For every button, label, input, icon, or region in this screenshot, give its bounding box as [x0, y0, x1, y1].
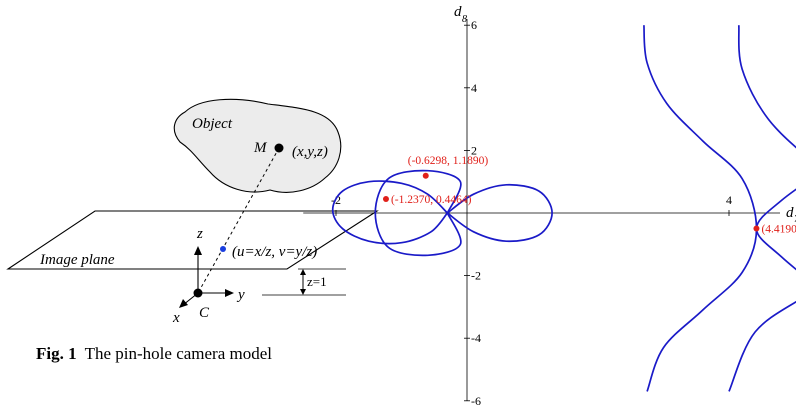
x-axis-arrow	[179, 299, 188, 308]
series-curve	[755, 188, 796, 271]
y-tick-label: 4	[471, 81, 477, 95]
highlight-point	[382, 196, 389, 203]
image-plane	[6, 210, 379, 270]
object-label: Object	[192, 116, 233, 132]
highlight-point-label: (4.4190, -0.4963)	[761, 224, 796, 236]
projection-label: (u=x/z, v=y/z)	[232, 244, 317, 260]
focal-label: z=1	[307, 274, 327, 289]
x-tick-label: 4	[726, 193, 732, 207]
series-curve	[728, 25, 796, 392]
caption-number: Fig. 1	[36, 344, 77, 363]
x-axis-label: d	[786, 205, 794, 221]
y-axis-label: y	[236, 287, 245, 303]
image-plane-label: Image plane	[39, 252, 115, 268]
y-tick-label: 2	[471, 143, 477, 157]
point-m-label: M	[253, 140, 268, 156]
chart: d7d8-246810642-2-4-6(-0.6298, 1.1890)(-1…	[303, 4, 796, 406]
series-curve	[374, 169, 462, 257]
x-axis-label: x	[172, 310, 180, 326]
projection-point	[220, 246, 226, 252]
highlight-point	[753, 225, 760, 232]
camera-center-label: C	[199, 305, 210, 321]
y-axis-arrow	[225, 289, 234, 297]
highlight-point-label: (-1.2370, 0.4464)	[391, 194, 472, 206]
camera-center-dot	[193, 288, 203, 298]
series-curve	[643, 25, 758, 392]
y-axis-label-sub: 8	[462, 14, 467, 25]
figure-caption: Fig. 1 The pin-hole camera model	[36, 344, 272, 364]
y-tick-label: 6	[471, 18, 477, 32]
highlight-point-label: (-0.6298, 1.1890)	[408, 155, 489, 167]
series-curve	[331, 180, 449, 245]
focal-arrow-down	[300, 289, 306, 295]
point-m-coords: (x,y,z)	[292, 144, 328, 160]
y-axis-label: d	[454, 4, 462, 20]
z-axis-label: z	[196, 226, 203, 242]
y-tick-label: -2	[471, 269, 481, 283]
z-axis-arrow	[194, 246, 202, 255]
y-tick-label: -4	[471, 331, 481, 345]
pinhole-figure: Object M (x,y,z) Image plane (u=x/z, v=y…	[6, 98, 379, 326]
focal-arrow-up	[300, 269, 306, 275]
caption-text: The pin-hole camera model	[84, 344, 272, 363]
x-axis-label-sub: 7	[794, 214, 796, 225]
highlight-point	[422, 172, 429, 179]
object-blob	[173, 98, 342, 193]
series-curve	[446, 183, 553, 243]
y-tick-label: -6	[471, 394, 481, 406]
projection-ray	[197, 147, 280, 294]
